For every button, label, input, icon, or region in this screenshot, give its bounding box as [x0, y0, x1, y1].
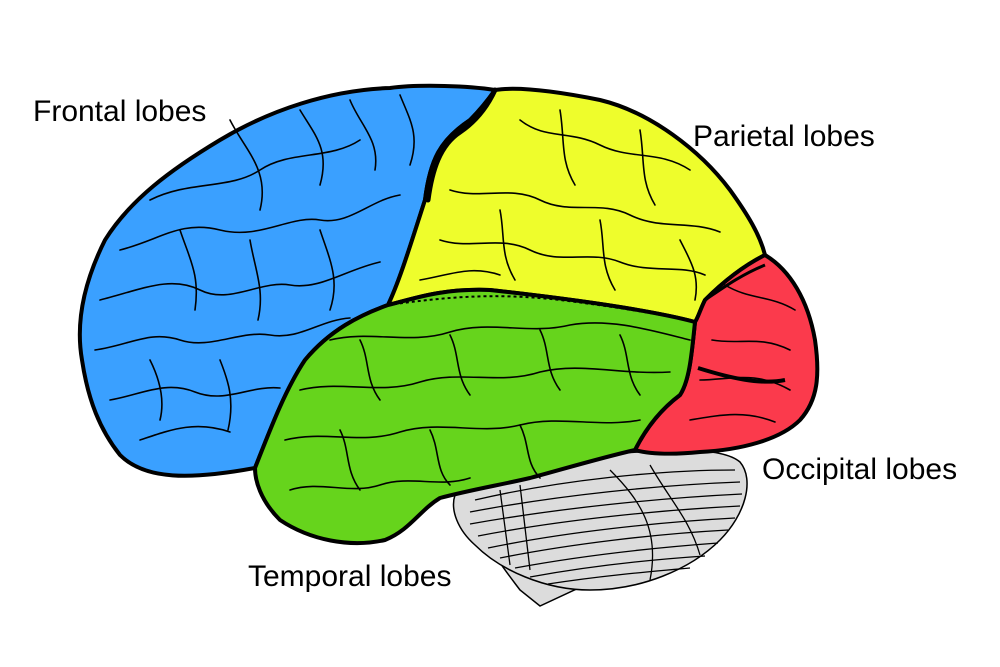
temporal-lobes-label: Temporal lobes	[248, 560, 452, 593]
cerebellum	[452, 449, 748, 591]
frontal-lobes-label: Frontal lobes	[33, 95, 207, 128]
occipital-lobes-label: Occipital lobes	[762, 453, 958, 486]
parietal-gyri	[419, 109, 721, 301]
occipital-gyri	[689, 263, 796, 423]
central-sulcus	[425, 87, 498, 203]
occipital-lobe	[633, 253, 820, 456]
frontal-gyri	[94, 94, 415, 441]
parietal-lobes-label: Parietal lobes	[693, 120, 875, 153]
temporal-gyri	[284, 322, 691, 491]
